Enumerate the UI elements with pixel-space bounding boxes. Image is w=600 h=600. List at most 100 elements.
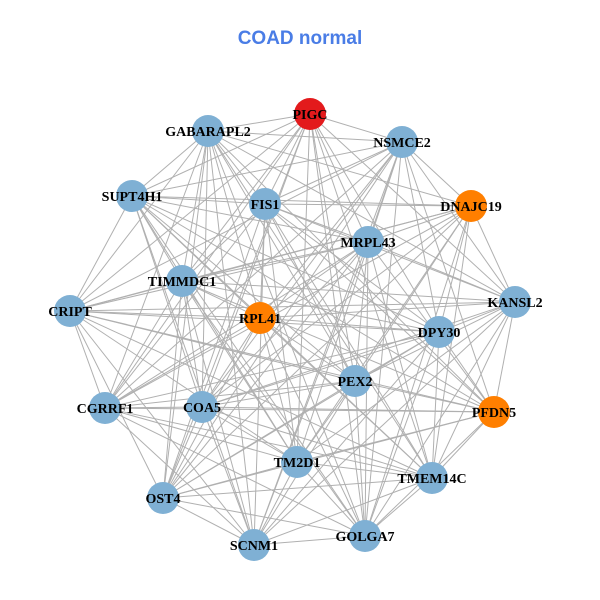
edge-nsmce2-dpy30 xyxy=(401,141,440,333)
edge-dnajc19-tmem14c xyxy=(431,205,472,479)
edge-coa5-scnm1 xyxy=(201,406,255,546)
node-circle[interactable] xyxy=(192,115,224,147)
node-circle[interactable] xyxy=(186,391,218,423)
node-ost4[interactable]: OST4 xyxy=(145,482,181,514)
edge-timmdc1-scnm1 xyxy=(181,280,255,546)
node-cript[interactable]: CRIPT xyxy=(48,295,92,327)
node-circle[interactable] xyxy=(116,180,148,212)
edge-dnajc19-coa5 xyxy=(201,205,472,408)
node-circle[interactable] xyxy=(499,286,531,318)
node-label: PFDN5 xyxy=(472,406,516,421)
node-supt4h1[interactable]: SUPT4H1 xyxy=(102,180,163,212)
edge-cript-pfdn5 xyxy=(69,310,495,413)
edge-pex2-pfdn5 xyxy=(354,380,495,413)
edge-nsmce2-cript xyxy=(69,141,403,312)
edge-tm2d1-golga7 xyxy=(296,461,366,537)
edge-fis1-dnajc19 xyxy=(264,203,472,207)
edge-cgrrf1-tm2d1 xyxy=(104,407,298,463)
node-coa5[interactable]: COA5 xyxy=(183,391,221,423)
node-circle[interactable] xyxy=(423,316,455,348)
node-tmem14c[interactable]: TMEM14C xyxy=(397,462,467,494)
node-circle[interactable] xyxy=(416,462,448,494)
edge-dpy30-golga7 xyxy=(364,331,440,537)
node-circle[interactable] xyxy=(238,529,270,561)
edge-supt4h1-mrpl43 xyxy=(131,195,369,243)
node-dpy30[interactable]: DPY30 xyxy=(418,316,461,348)
edge-mrpl43-ost4 xyxy=(162,241,369,499)
edge-coa5-tmem14c xyxy=(201,406,433,479)
node-circle[interactable] xyxy=(249,188,281,220)
edge-timmdc1-tm2d1 xyxy=(181,280,298,463)
node-kansl2[interactable]: KANSL2 xyxy=(487,286,543,318)
edge-mrpl43-cgrrf1 xyxy=(104,241,369,409)
edge-pigc-kansl2 xyxy=(309,113,516,303)
node-pfdn5[interactable]: PFDN5 xyxy=(472,396,516,428)
node-circle[interactable] xyxy=(54,295,86,327)
edge-gabarapl2-cript xyxy=(69,130,209,312)
node-scnm1[interactable]: SCNM1 xyxy=(230,529,278,561)
edge-supt4h1-coa5 xyxy=(131,195,203,408)
node-timmdc1[interactable]: TIMMDC1 xyxy=(148,265,216,297)
edge-cgrrf1-scnm1 xyxy=(104,407,255,546)
node-tm2d1[interactable]: TM2D1 xyxy=(274,446,321,478)
edge-fis1-timmdc1 xyxy=(181,203,266,282)
edge-gabarapl2-ost4 xyxy=(162,130,209,499)
node-fis1[interactable]: FIS1 xyxy=(249,188,281,220)
node-circle[interactable] xyxy=(294,98,326,130)
edge-gabarapl2-golga7 xyxy=(207,130,366,537)
edge-fis1-kansl2 xyxy=(264,203,516,303)
edge-kansl2-pfdn5 xyxy=(493,301,516,413)
edge-fis1-tmem14c xyxy=(264,203,433,479)
node-nsmce2[interactable]: NSMCE2 xyxy=(373,126,431,158)
node-label: GOLGA7 xyxy=(335,530,394,545)
edge-pigc-ost4 xyxy=(162,113,311,499)
edge-pex2-cgrrf1 xyxy=(104,380,356,409)
node-circle[interactable] xyxy=(455,190,487,222)
edge-gabarapl2-pfdn5 xyxy=(207,130,495,413)
node-label: NSMCE2 xyxy=(373,136,431,151)
node-pex2[interactable]: PEX2 xyxy=(338,365,373,397)
edge-dnajc19-golga7 xyxy=(364,205,472,537)
node-label: TIMMDC1 xyxy=(148,275,216,290)
edge-supt4h1-dpy30 xyxy=(131,195,440,333)
edge-timmdc1-coa5 xyxy=(181,280,203,408)
edge-dnajc19-mrpl43 xyxy=(367,205,472,243)
node-circle[interactable] xyxy=(166,265,198,297)
edge-timmdc1-ost4 xyxy=(162,280,183,499)
edge-dnajc19-dpy30 xyxy=(438,205,472,333)
edge-cript-rpl41 xyxy=(69,310,261,319)
node-dnajc19[interactable]: DNAJC19 xyxy=(440,190,502,222)
node-cgrrf1[interactable]: CGRRF1 xyxy=(77,392,134,424)
edge-kansl2-rpl41 xyxy=(259,301,516,319)
node-rpl41[interactable]: RPL41 xyxy=(239,302,281,334)
node-circle[interactable] xyxy=(244,302,276,334)
node-circle[interactable] xyxy=(281,446,313,478)
node-circle[interactable] xyxy=(478,396,510,428)
edge-gabarapl2-supt4h1 xyxy=(131,130,209,197)
edge-tm2d1-ost4 xyxy=(162,461,298,499)
node-pigc[interactable]: PIGC xyxy=(293,98,328,130)
edge-pigc-gabarapl2 xyxy=(207,113,311,132)
edge-supt4h1-dnajc19 xyxy=(131,195,472,207)
node-label: PIGC xyxy=(293,108,328,123)
edge-timmdc1-kansl2 xyxy=(181,280,516,303)
edge-fis1-pex2 xyxy=(264,203,356,382)
edge-cript-tmem14c xyxy=(69,310,433,479)
node-circle[interactable] xyxy=(386,126,418,158)
edge-mrpl43-timmdc1 xyxy=(181,241,369,282)
node-label: COA5 xyxy=(183,401,221,416)
edge-supt4h1-pfdn5 xyxy=(131,195,495,413)
edge-nsmce2-kansl2 xyxy=(401,141,516,303)
node-circle[interactable] xyxy=(89,392,121,424)
node-circle[interactable] xyxy=(147,482,179,514)
node-gabarapl2[interactable]: GABARAPL2 xyxy=(165,115,251,147)
node-circle[interactable] xyxy=(339,365,371,397)
node-circle[interactable] xyxy=(352,226,384,258)
node-label: MRPL43 xyxy=(340,236,395,251)
node-golga7[interactable]: GOLGA7 xyxy=(335,520,395,552)
edge-supt4h1-pex2 xyxy=(131,195,356,382)
node-circle[interactable] xyxy=(349,520,381,552)
node-mrpl43[interactable]: MRPL43 xyxy=(340,226,396,258)
edge-kansl2-tmem14c xyxy=(431,301,516,479)
